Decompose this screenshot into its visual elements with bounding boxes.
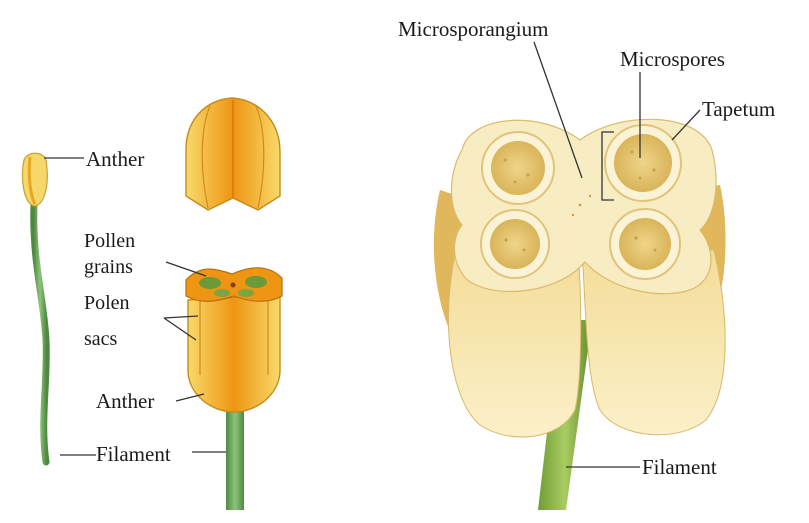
label-pollen-grains-2: grains: [84, 256, 133, 278]
label-filament-right: Filament: [642, 455, 717, 479]
label-filament-left: Filament: [96, 442, 171, 466]
label-pollen-sacs-1: Polen: [84, 292, 130, 314]
label-tapetum: Tapetum: [702, 97, 775, 121]
label-microspores: Microspores: [620, 47, 725, 71]
cut-anther: [186, 268, 282, 510]
label-pollen-sacs-2: sacs: [84, 328, 118, 350]
label-anther-bottom: Anther: [96, 389, 154, 413]
anther-cross-section: [434, 119, 726, 510]
label-anther-top: Anther: [86, 147, 144, 171]
small-stamen: [22, 153, 47, 462]
closed-anther: [186, 98, 280, 210]
label-pollen-grains-1: Pollen: [84, 230, 135, 252]
label-microsporangium: Microsporangium: [398, 17, 548, 41]
